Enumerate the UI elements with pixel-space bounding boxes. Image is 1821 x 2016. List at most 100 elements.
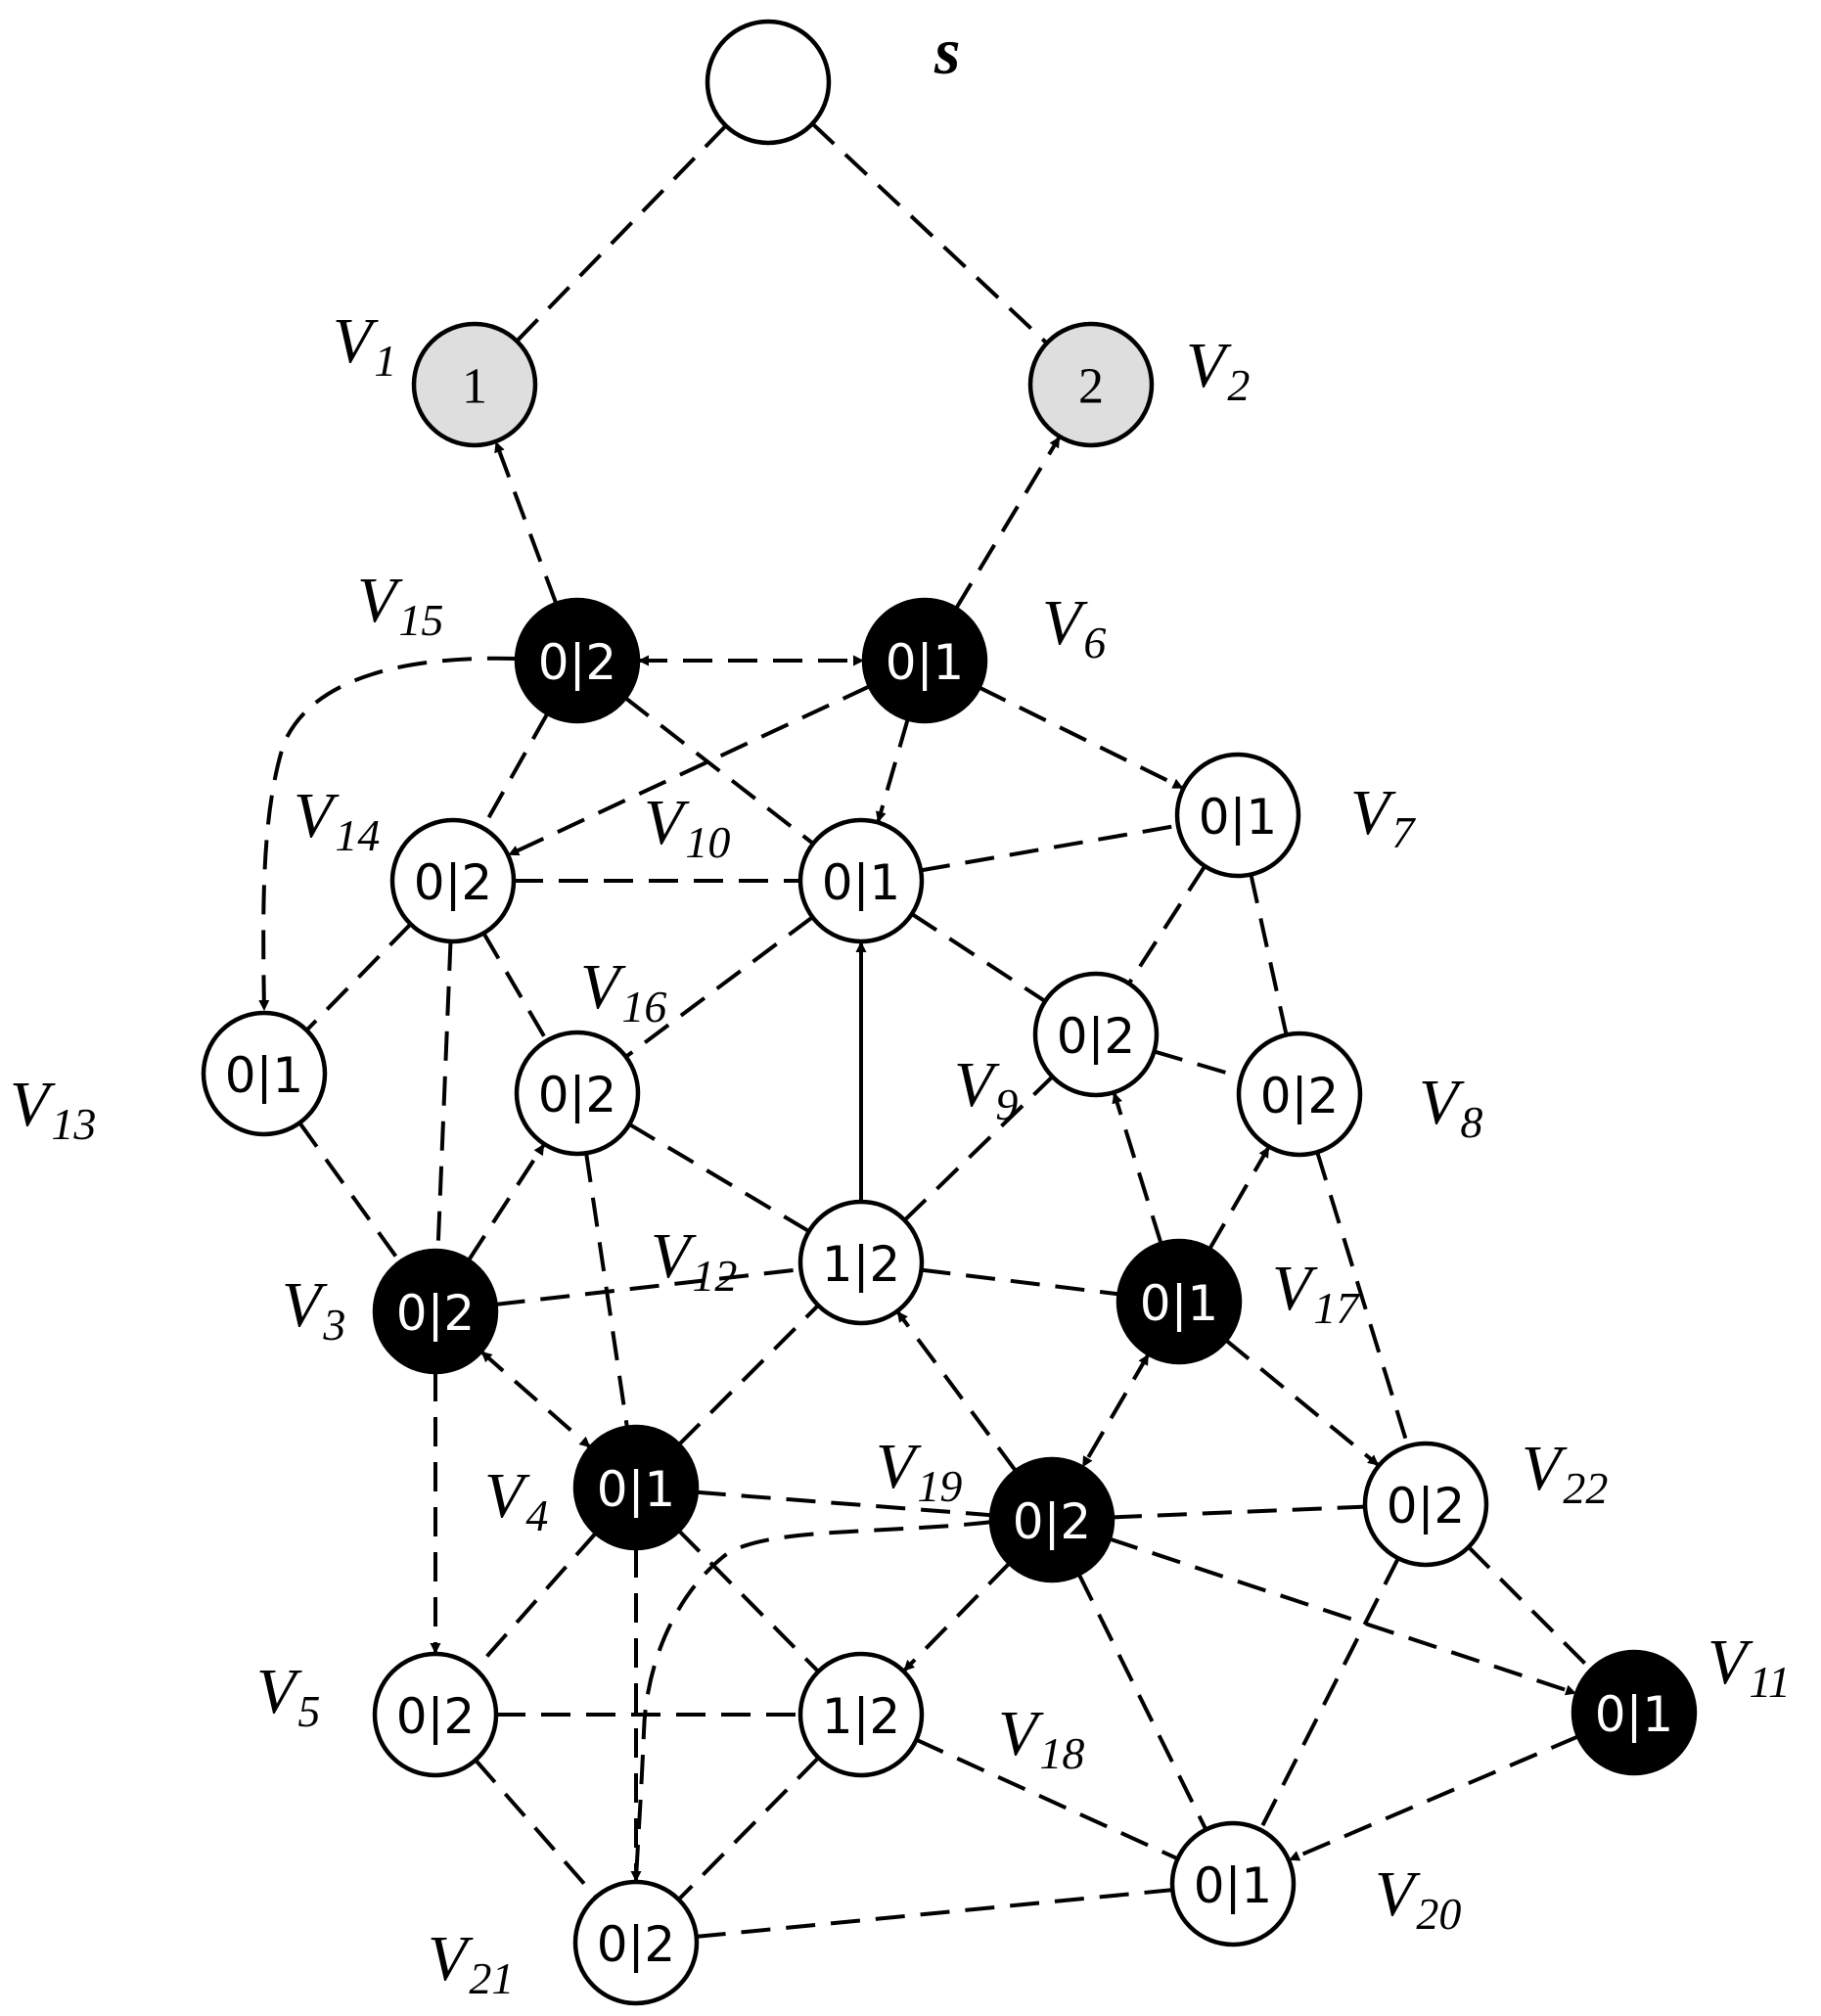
- node-v18: 1|2: [797, 1651, 925, 1778]
- node-circle-v6: [861, 597, 988, 724]
- edge-v15-v10: [623, 696, 815, 846]
- node-value-v13: 0|1: [225, 1047, 303, 1104]
- node-v21: 0|2: [572, 1879, 700, 2006]
- node-circle-v11: [1571, 1649, 1698, 1776]
- node-circle-v1: [411, 321, 538, 448]
- node-circle-v9: [1032, 971, 1160, 1098]
- vertex-label-v8: V8: [1419, 1067, 1482, 1147]
- node-s: [705, 19, 832, 146]
- node-value-v19: 0|2: [1013, 1493, 1091, 1550]
- vertex-label-v4: V4: [484, 1460, 548, 1540]
- node-value-v5: 0|2: [396, 1688, 475, 1745]
- edge-v7-v8: [1249, 874, 1289, 1035]
- vertex-label-v1: V1: [333, 305, 396, 386]
- edge-v10-v9: [910, 912, 1047, 1003]
- node-circle-v22: [1362, 1441, 1489, 1568]
- node-value-v10: 0|1: [822, 854, 900, 911]
- node-v9: 0|2: [1032, 971, 1160, 1098]
- edge-v8-v22: [1315, 1151, 1410, 1447]
- vertex-label-v19: V19: [876, 1431, 962, 1511]
- edge-v19-v12: [895, 1309, 1018, 1473]
- edge-v13-v3: [297, 1122, 402, 1263]
- edge-v4-v19: [696, 1489, 992, 1518]
- node-v15: 0|2: [514, 597, 641, 724]
- node-v19: 0|2: [988, 1456, 1115, 1583]
- node-value-v20: 0|1: [1194, 1857, 1272, 1914]
- edge-v18-v21: [677, 1756, 820, 1901]
- edge-v5-v21: [474, 1759, 598, 1899]
- node-value-v21: 0|2: [597, 1916, 675, 1973]
- edge-v18-v20: [915, 1737, 1179, 1861]
- node-value-v14: 0|2: [414, 854, 492, 911]
- edge-v3-v12: [495, 1267, 801, 1306]
- node-value-v6: 0|1: [886, 634, 964, 691]
- vertex-label-v17: V17: [1272, 1253, 1360, 1333]
- vertex-label-v11: V11: [1707, 1627, 1791, 1707]
- nodes: 1 2 0|2 0|1 0|2 0|1 0|1 0|2 0|2 0|1 0|1 1|2 0|1 0|2 0|…: [201, 19, 1698, 2006]
- edge-v16-v12: [628, 1123, 810, 1233]
- node-v6: 0|1: [861, 597, 988, 724]
- node-value-v17: 0|1: [1140, 1275, 1218, 1332]
- edge-s-v2: [810, 121, 1049, 345]
- node-value-v16: 0|2: [538, 1067, 616, 1123]
- node-circle-v10: [797, 817, 925, 944]
- node-value-v8: 0|2: [1260, 1068, 1339, 1124]
- node-v2: 2: [1027, 321, 1155, 448]
- edge-v6-v14: [507, 684, 871, 857]
- edge-v10-v16: [624, 915, 814, 1059]
- node-v22: 0|2: [1362, 1441, 1489, 1568]
- edge-v19-v18: [901, 1561, 1012, 1673]
- vertex-label-v12: V12: [651, 1220, 737, 1301]
- edge-v11-v20: [1288, 1734, 1579, 1862]
- node-circle-v19: [988, 1456, 1115, 1583]
- node-circle-v16: [514, 1030, 641, 1157]
- node-circle-v5: [372, 1651, 499, 1778]
- node-circle-v8: [1236, 1031, 1363, 1158]
- vertex-label-v21: V21: [428, 1923, 514, 2003]
- edge-v6-v10: [875, 718, 910, 823]
- edge-v4-v5: [474, 1532, 598, 1671]
- vertex-label-v3: V3: [282, 1269, 345, 1350]
- edge-v6-v2: [954, 435, 1062, 610]
- node-v3: 0|2: [372, 1248, 499, 1375]
- node-circle-v15: [514, 597, 641, 724]
- node-v4: 0|1: [572, 1424, 700, 1551]
- vertex-label-v22: V22: [1522, 1433, 1608, 1513]
- vertex-label-v2: V2: [1186, 330, 1250, 410]
- vertex-label-s: s: [933, 14, 960, 88]
- edge-v12-v17: [921, 1267, 1119, 1297]
- node-circle-v14: [389, 817, 517, 944]
- node-v7: 0|1: [1174, 752, 1301, 879]
- edge-v17-v22: [1224, 1338, 1381, 1468]
- node-value-v18: 1|2: [822, 1688, 900, 1745]
- edge-v14-v3: [435, 940, 453, 1252]
- vertex-label-v20: V20: [1375, 1858, 1461, 1939]
- node-value-v1: 1: [462, 359, 487, 415]
- node-circle-v4: [572, 1424, 700, 1551]
- edge-v21-v20: [696, 1888, 1173, 1939]
- edge-v15-v13: [258, 656, 518, 1012]
- node-v5: 0|2: [372, 1651, 499, 1778]
- node-circle-v7: [1174, 752, 1301, 879]
- node-circle-v12: [797, 1199, 925, 1326]
- node-v20: 0|1: [1169, 1820, 1297, 1947]
- node-circle-v18: [797, 1651, 925, 1778]
- node-v17: 0|1: [1115, 1238, 1243, 1365]
- vertex-label-v6: V6: [1042, 587, 1106, 667]
- vertex-label-v13: V13: [10, 1069, 96, 1149]
- node-value-v3: 0|2: [396, 1285, 475, 1342]
- vertex-label-v7: V7: [1350, 777, 1416, 857]
- vertex-label-v10: V10: [644, 787, 730, 867]
- node-v12: 1|2: [797, 1199, 925, 1326]
- node-circle-v21: [572, 1879, 700, 2006]
- node-value-v9: 0|2: [1057, 1008, 1135, 1065]
- edge-v9-v8: [1153, 1049, 1243, 1079]
- vertex-label-v14: V14: [294, 780, 380, 860]
- edge-v19-v22: [1112, 1504, 1366, 1520]
- edge-v3-v4: [479, 1350, 592, 1449]
- edge-v3-v16: [467, 1142, 546, 1262]
- node-v16: 0|2: [514, 1030, 641, 1157]
- node-value-v12: 1|2: [822, 1236, 900, 1293]
- vertex-label-v9: V9: [954, 1049, 1018, 1129]
- vertex-label-v18: V18: [998, 1698, 1084, 1778]
